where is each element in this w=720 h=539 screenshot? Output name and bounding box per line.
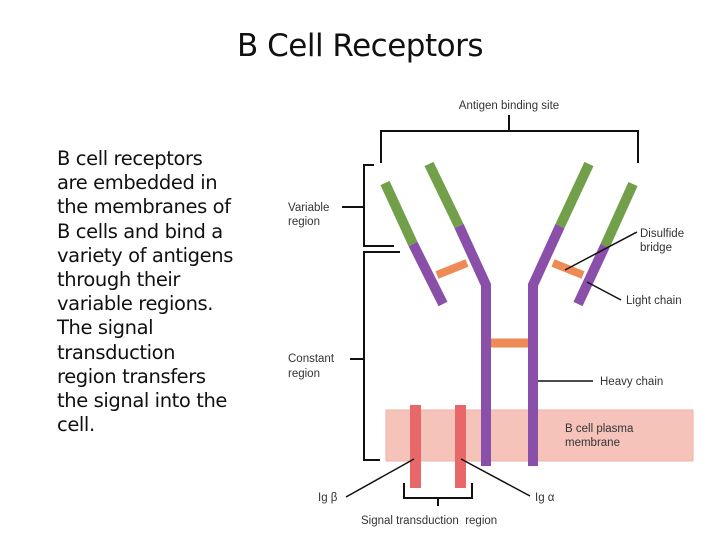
left-disulfide-bridge (435, 259, 469, 279)
body-line: are embedded in (57, 171, 218, 195)
constant-region-label-line2: region (288, 368, 320, 380)
disulfide-bridge-label-2: bridge (640, 242, 672, 254)
body-line: The signal (57, 316, 154, 340)
body-line: the signal into the (57, 389, 228, 413)
light-chain-pointer (586, 281, 622, 301)
variable-region-label-2: region (288, 216, 320, 228)
signal-transduction-bracket (403, 483, 473, 506)
constant-region-bracket (350, 251, 400, 461)
slide-body-text: B cell receptors are embedded in the mem… (57, 147, 277, 437)
body-line: variable regions. (57, 292, 214, 316)
ig-alpha-label: Ig α (535, 492, 555, 504)
constant-region-label-2: region (288, 368, 320, 380)
right-heavy-chain-variable (555, 161, 594, 229)
antigen-binding-bracket (380, 115, 639, 163)
left-heavy-chain-constant (454, 223, 491, 466)
disulfide-bridge-label: Disulfide (640, 228, 684, 240)
plasma-membrane (385, 409, 694, 462)
heavy-chain-label: Heavy chain (600, 376, 663, 388)
membrane-label-line2: membrane (565, 437, 620, 449)
membrane-label-2: membrane (565, 437, 620, 449)
right-heavy-chain-constant (528, 223, 565, 466)
body-line: B cell receptors (57, 147, 203, 170)
slide-title: B Cell Receptors (237, 28, 483, 64)
signal-transduction-label: Signal transduction region (361, 515, 497, 527)
variable-region-label: Variable (288, 202, 329, 214)
ig-beta-bar (410, 405, 421, 488)
ig-beta-pointer (345, 458, 415, 498)
left-light-chain-constant (408, 241, 448, 307)
body-line: B cells and bind a (57, 219, 223, 243)
disulfide-label-line2: bridge (640, 242, 672, 254)
antigen-binding-site-label: Antigen binding site (459, 100, 559, 112)
membrane-label: B cell plasma (565, 423, 634, 435)
variable-region-bracket (342, 164, 394, 247)
ig-alpha-bar (455, 405, 466, 488)
ig-alpha-pointer (460, 458, 531, 497)
body-line: variety of antigens (57, 243, 233, 267)
variable-region-label-line2: region (288, 216, 320, 228)
left-heavy-chain-variable (424, 161, 464, 229)
left-light-chain-variable (380, 180, 418, 247)
body-line: region transfers (57, 364, 206, 388)
light-chain-label: Light chain (626, 295, 682, 307)
body-line: through their (57, 268, 181, 292)
body-line: the membranes of (57, 195, 231, 219)
variable-region-label-line1: Variable (288, 202, 329, 214)
ig-beta-label: Ig β (318, 492, 338, 504)
right-light-chain-constant (573, 243, 610, 307)
constant-region-label: Constant (288, 353, 335, 365)
body-line: transduction (57, 340, 176, 364)
body-line: cell. (57, 413, 95, 437)
right-light-chain-variable (600, 181, 638, 249)
disulfide-pointer (564, 231, 638, 271)
membrane-label-line1: B cell plasma (565, 423, 634, 435)
constant-region-label-line1: Constant (288, 353, 335, 365)
disulfide-label-line1: Disulfide (640, 228, 684, 240)
